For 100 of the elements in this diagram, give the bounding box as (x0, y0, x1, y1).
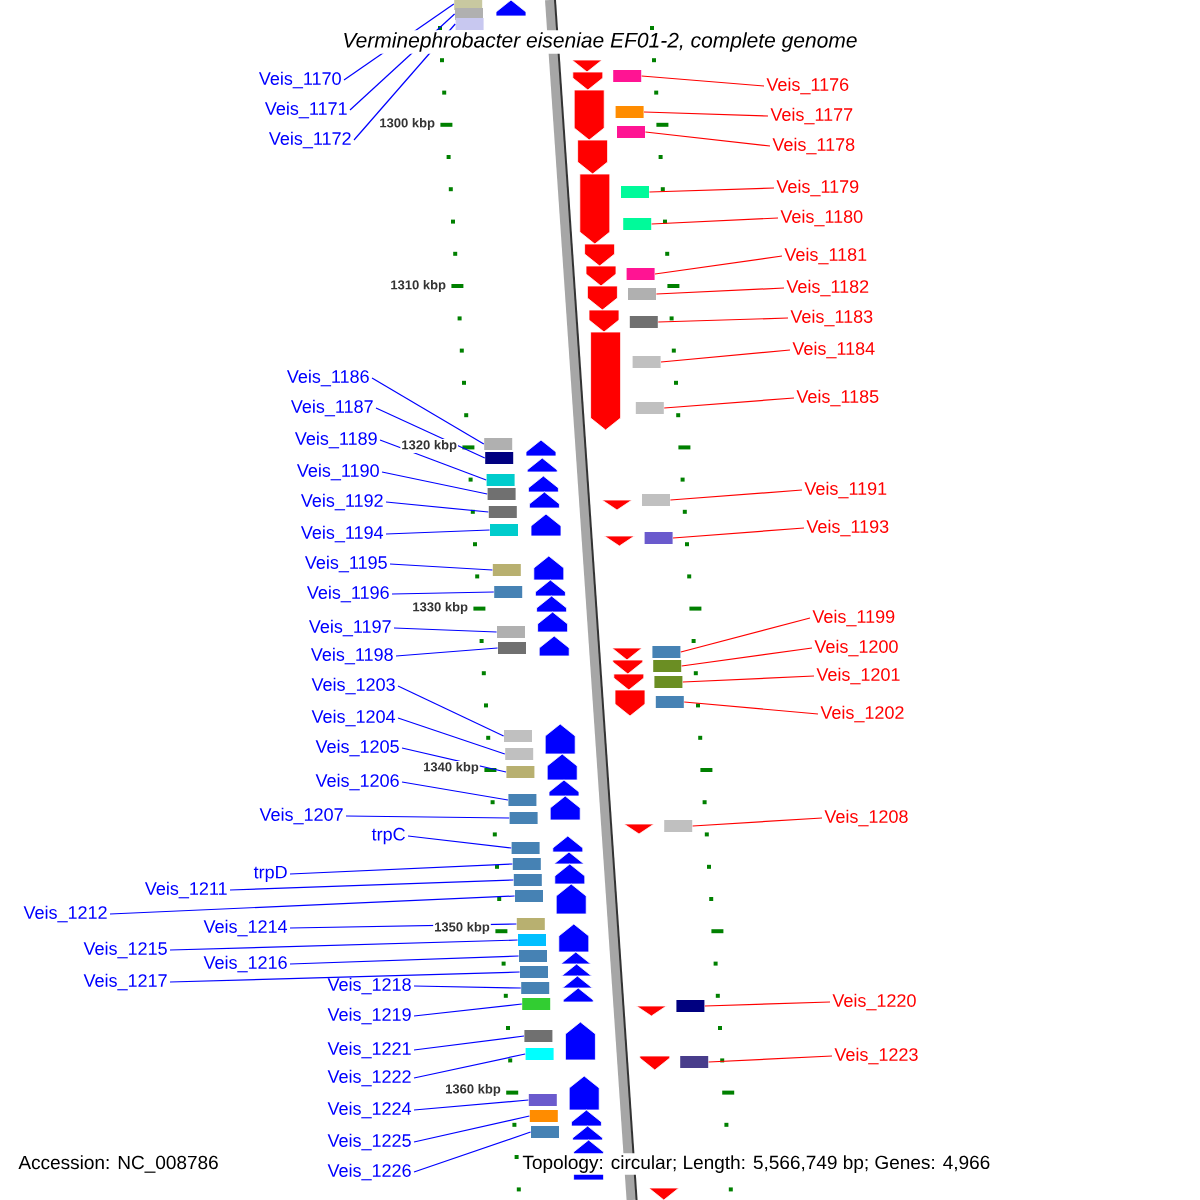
gene-label: Veis_1226 (327, 1163, 411, 1181)
genome-info-label: Topology: circular; Length: 5,566,749 bp; Genes: 4,966 (520, 1153, 993, 1175)
gene-box (528, 1094, 557, 1106)
gene-box (519, 950, 547, 962)
leader-line (289, 955, 520, 965)
gene-box (664, 820, 693, 832)
leader-line (681, 647, 813, 667)
leader-line (654, 255, 783, 275)
gene-box (525, 1048, 554, 1060)
gene-label: Veis_1220 (832, 993, 916, 1011)
gene-label: Veis_1180 (780, 209, 863, 227)
gene-label: Veis_1170 (258, 71, 341, 89)
gene-label: Veis_1205 (315, 739, 399, 757)
gene-label: Veis_1216 (203, 955, 287, 973)
gene-label: Veis_1217 (83, 973, 167, 991)
leader-line (345, 815, 510, 819)
leader-line (375, 407, 486, 459)
leader-line (655, 287, 785, 295)
leader-line (683, 701, 819, 715)
leader-line (413, 1115, 530, 1143)
gene-label: Veis_1182 (786, 279, 869, 297)
leader-line (169, 971, 521, 983)
gene-label: Veis_1177 (770, 107, 853, 125)
gene-label: Veis_1189 (294, 431, 377, 449)
gene-box (524, 1030, 553, 1042)
gene-box (529, 1110, 558, 1122)
leader-line (680, 617, 811, 653)
gene-box (504, 730, 532, 742)
gene-box (613, 70, 642, 82)
gene-label: Veis_1171 (264, 101, 347, 119)
gene-box (652, 646, 681, 658)
gene-box (644, 532, 673, 544)
gene-box (505, 748, 534, 760)
gene-label: Veis_1191 (804, 481, 887, 499)
gene-label: trpD (253, 865, 287, 883)
leader-line (397, 717, 506, 755)
leader-line (391, 591, 495, 595)
gene-box (617, 126, 645, 138)
leader-line (692, 817, 823, 827)
leader-line (704, 1001, 831, 1007)
gene-label: Veis_1195 (304, 555, 387, 573)
gene-box (615, 106, 644, 118)
leader-line (381, 471, 488, 495)
gene-box (653, 660, 682, 672)
gene-label: Veis_1176 (766, 77, 849, 95)
gene-box (515, 890, 543, 902)
gene-box (516, 918, 545, 930)
leader-line (648, 187, 775, 193)
leader-line (413, 1035, 525, 1051)
accession-label: Accession: NC_008786 (16, 1153, 221, 1175)
leader-line (663, 397, 795, 409)
gene-box (485, 452, 514, 464)
gene-label: Veis_1211 (144, 881, 227, 899)
leader-line (109, 895, 516, 915)
gene-box (623, 218, 652, 230)
gene-label: Veis_1208 (824, 809, 908, 827)
leader-line (669, 489, 803, 501)
gene-label: Veis_1194 (300, 525, 384, 543)
gene-box (508, 794, 537, 806)
leader-line (660, 349, 791, 363)
gene-box (484, 438, 513, 450)
gene-label: Veis_1184 (792, 341, 875, 359)
gene-label: Veis_1183 (790, 309, 873, 327)
gene-box (506, 766, 535, 778)
gene-label: Veis_1207 (259, 807, 343, 825)
gene-label: Veis_1214 (203, 919, 288, 937)
gene-box (498, 642, 526, 654)
leader-line (397, 685, 505, 737)
gene-box (487, 488, 516, 500)
gene-label: Veis_1199 (812, 609, 895, 627)
gene-label: Veis_1206 (315, 773, 399, 791)
gene-label: Veis_1185 (796, 389, 879, 407)
leader-line (385, 529, 491, 535)
gene-label: Veis_1223 (834, 1047, 918, 1065)
gene-label: Veis_1221 (327, 1041, 411, 1059)
gene-label: Veis_1187 (290, 399, 373, 417)
gene-label: Veis_1219 (327, 1007, 411, 1025)
leader-line (672, 527, 805, 539)
gene-label: Veis_1172 (268, 131, 351, 149)
gene-box (629, 316, 658, 328)
gene-box (521, 982, 550, 994)
leader-line (413, 1053, 526, 1079)
gene-label: Veis_1193 (806, 519, 889, 537)
gene-label: Veis_1203 (311, 677, 395, 695)
leader-line (682, 675, 815, 683)
leader-line (371, 377, 485, 445)
leader-line (641, 75, 765, 87)
gene-box (626, 268, 655, 280)
leader-line (708, 1055, 833, 1063)
gene-label: Veis_1179 (776, 179, 859, 197)
leader-line (393, 627, 498, 633)
gene-label: Veis_1190 (296, 463, 379, 481)
gene-label: Veis_1218 (327, 977, 411, 995)
gene-box (654, 676, 683, 688)
gene-box (642, 494, 670, 506)
gene-label: Veis_1200 (814, 639, 898, 657)
gene-box (632, 356, 661, 368)
gene-box (512, 858, 541, 870)
gene-box (680, 1056, 709, 1068)
gene-label: Veis_1225 (327, 1133, 411, 1151)
